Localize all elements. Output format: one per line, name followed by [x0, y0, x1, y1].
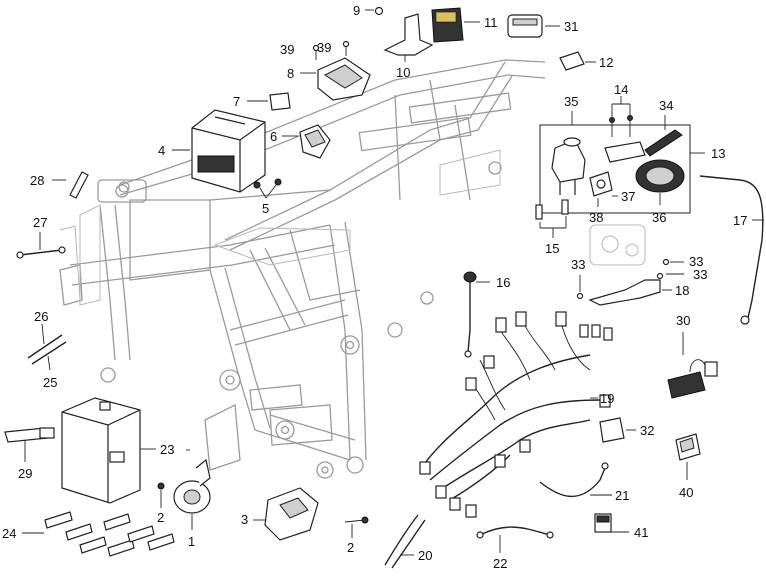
- part-16-sensor: [463, 271, 490, 358]
- part-32-relay: [599, 417, 636, 443]
- callout-6: 6: [270, 129, 277, 144]
- part-1-horn: [173, 458, 211, 530]
- callout-12: 12: [599, 55, 613, 70]
- part-29-strap: [4, 427, 55, 462]
- part-8-regulator: [300, 40, 371, 101]
- callout-30: 30: [676, 313, 690, 328]
- part-7-clip: [247, 92, 291, 111]
- part-17-cable: [699, 175, 764, 325]
- callout-labels: 9 11 31 39 39 8 10 12 7 14 35 34 6 4 13 …: [2, 3, 747, 571]
- part-30-sensor: [667, 332, 718, 399]
- callout-41: 41: [634, 525, 648, 540]
- callout-31: 31: [564, 19, 578, 34]
- callout-10: 10: [396, 65, 410, 80]
- callout-8: 8: [287, 66, 294, 81]
- part-3-relay-bracket: [253, 487, 319, 541]
- callout-5: 5: [262, 201, 269, 216]
- part-23-battery: [61, 397, 156, 504]
- part-35-ignition-group: [535, 96, 705, 238]
- callout-37: 37: [621, 189, 635, 204]
- callout-7: 7: [233, 94, 240, 109]
- part-5-screws: [253, 178, 282, 199]
- part-24-pads: [22, 511, 175, 557]
- part-6-relay: [282, 124, 331, 159]
- callout-15: 15: [545, 241, 559, 256]
- part-22-cable: [476, 526, 554, 553]
- callout-26: 26: [34, 309, 48, 324]
- part-28-strap: [52, 171, 89, 199]
- part-31-box: [507, 14, 560, 38]
- part-10-bracket: [383, 13, 434, 62]
- callout-40: 40: [679, 485, 693, 500]
- callout-1: 1: [188, 534, 195, 549]
- callout-36: 36: [652, 210, 666, 225]
- part-40-box: [675, 433, 701, 480]
- part-11-cdi-unit: [431, 7, 480, 43]
- part-12-connector: [559, 51, 596, 71]
- callout-11: 11: [484, 15, 498, 30]
- callout-24: 24: [2, 526, 16, 541]
- callout-35: 35: [564, 94, 578, 109]
- callout-20: 20: [418, 548, 432, 563]
- motorcycle-frame: [59, 59, 546, 479]
- callout-21: 21: [615, 488, 629, 503]
- callout-4: 4: [158, 143, 165, 158]
- callout-16: 16: [496, 275, 510, 290]
- callout-23: 23: [160, 442, 174, 457]
- callout-2a: 2: [157, 510, 164, 525]
- part-9-screw: [365, 6, 384, 16]
- callout-19: 19: [600, 391, 614, 406]
- callout-14: 14: [614, 82, 628, 97]
- callout-32: 32: [640, 423, 654, 438]
- callout-13: 13: [711, 146, 725, 161]
- callout-17: 17: [733, 213, 747, 228]
- callout-34: 34: [659, 98, 673, 113]
- callout-33c: 33: [693, 267, 707, 282]
- callout-3: 3: [241, 512, 248, 527]
- callout-22: 22: [493, 556, 507, 571]
- part-4-ecu: [172, 109, 266, 193]
- callout-39a: 39: [280, 42, 294, 57]
- callout-33a: 33: [571, 257, 585, 272]
- callout-2b: 2: [347, 540, 354, 555]
- part-41-relay: [594, 513, 629, 533]
- part-27-rod: [16, 232, 66, 259]
- callout-28: 28: [30, 173, 44, 188]
- callout-33b: 33: [689, 254, 703, 269]
- callout-27: 27: [33, 215, 47, 230]
- leader-lines: [186, 449, 190, 451]
- part-25-26-ties: [27, 323, 67, 371]
- callout-38: 38: [589, 210, 603, 225]
- callout-18: 18: [675, 283, 689, 298]
- callout-25: 25: [43, 375, 57, 390]
- callout-39b: 39: [317, 40, 331, 55]
- part-18-bracket: [576, 224, 684, 306]
- part-21-cable: [539, 462, 612, 498]
- part-19-wiring-harness: [419, 311, 613, 518]
- callout-9: 9: [353, 3, 360, 18]
- callout-29: 29: [18, 466, 32, 481]
- part-2-screws: [157, 482, 369, 538]
- part-20-cable: [384, 514, 426, 569]
